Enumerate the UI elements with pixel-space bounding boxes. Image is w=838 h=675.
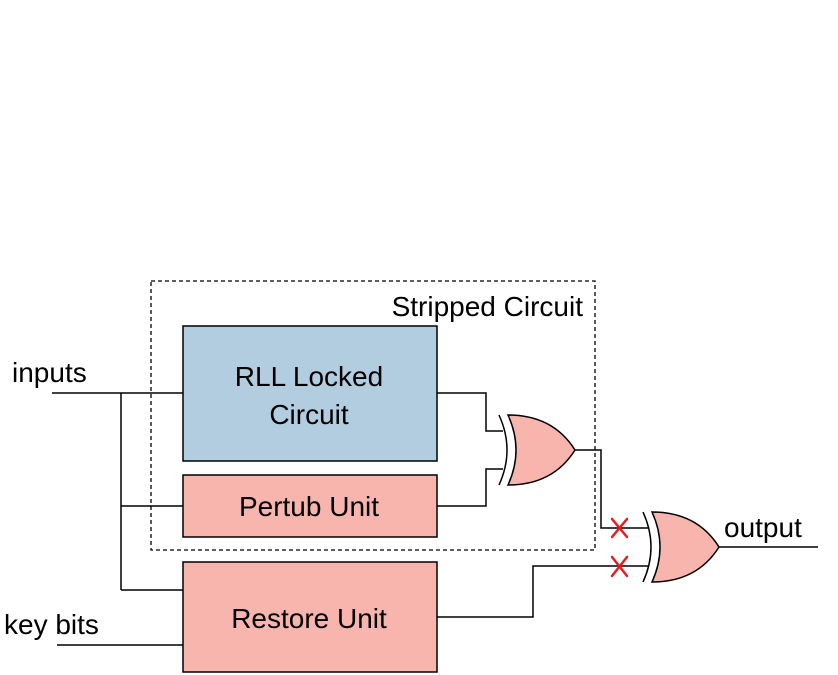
wires [52,392,818,646]
rll-locked-circuit-label-line1: RLL Locked [235,361,383,392]
x-cross-icon [610,555,629,578]
x-cross-icon [610,517,629,539]
xor-gate-2 [642,511,720,583]
key-bits-label: key bits [4,609,99,640]
output-label: output [724,512,802,543]
pertub-unit-block [182,474,438,538]
inputs-label: inputs [12,357,87,388]
rll-locked-circuit-label-line2: Circuit [269,399,349,430]
restore-unit-label: Restore Unit [231,603,387,634]
stripped-circuit-label: Stripped Circuit [392,291,584,322]
restore-unit-block [182,561,438,673]
pertub-unit-label: Pertub Unit [239,491,379,522]
stripped-circuit-boundary [150,280,596,551]
xor-gate-1 [498,414,576,486]
rll-locked-circuit-block [182,325,438,462]
